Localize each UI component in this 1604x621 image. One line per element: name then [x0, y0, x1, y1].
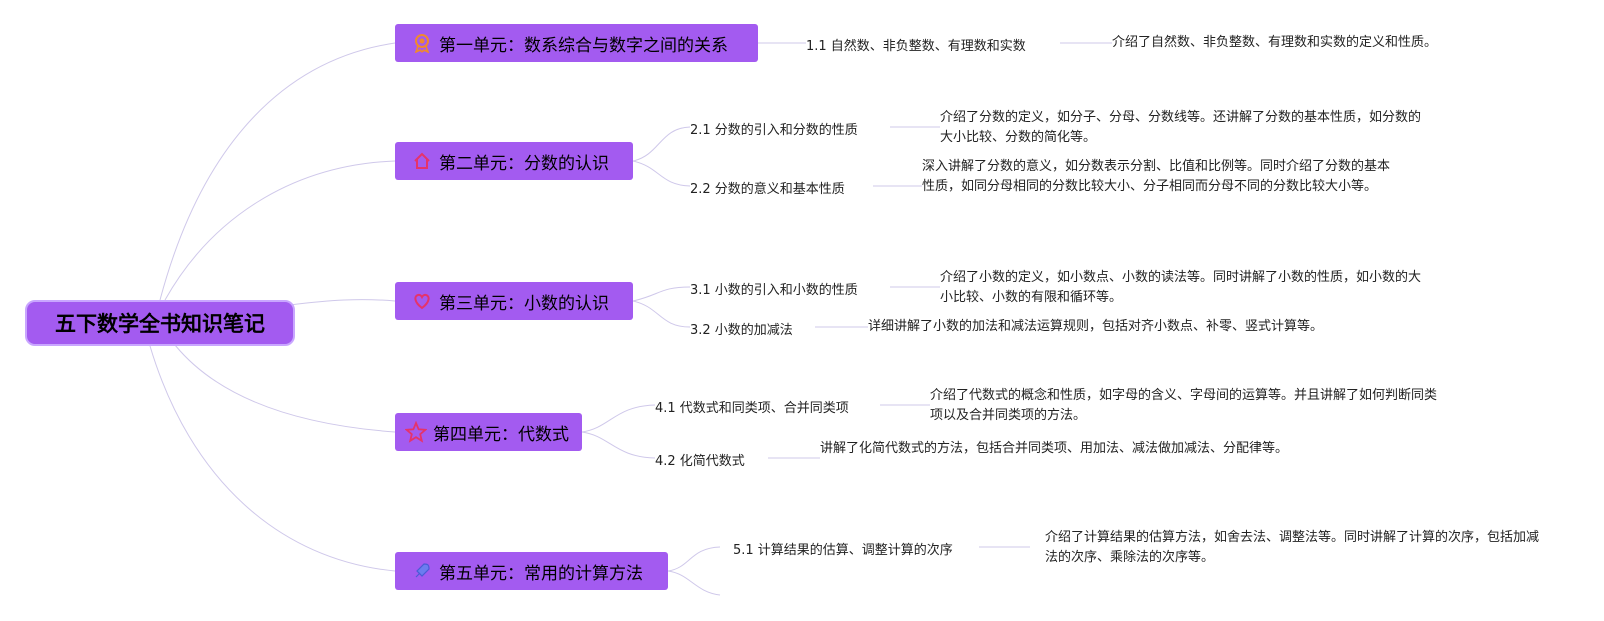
unit-4-title: 第四单元：代数式 — [433, 424, 569, 445]
topic-4-2-label[interactable]: 4.2 化简代数式 — [655, 454, 745, 469]
topic-4-1-label[interactable]: 4.1 代数式和同类项、合并同类项 — [655, 401, 849, 416]
unit-5-node[interactable]: 第五单元：常用的计算方法 — [395, 552, 668, 590]
award-ribbon-icon — [411, 32, 433, 54]
root-node[interactable]: 五下数学全书知识笔记 — [25, 300, 295, 346]
topic-3-2-desc: 详细讲解了小数的加法和减法运算规则，包括对齐小数点、补零、竖式计算等。 — [868, 319, 1324, 334]
unit-2-title: 第二单元：分数的认识 — [439, 153, 609, 174]
unit-1-title: 第一单元：数系综合与数字之间的关系 — [439, 35, 728, 56]
topic-2-1-label[interactable]: 2.1 分数的引入和分数的性质 — [690, 123, 858, 138]
topic-2-2-label[interactable]: 2.2 分数的意义和基本性质 — [690, 182, 845, 197]
topic-5-1-label[interactable]: 5.1 计算结果的估算、调整计算的次序 — [733, 543, 953, 558]
unit-4-node[interactable]: 第四单元：代数式 — [395, 413, 582, 451]
topic-3-1-label[interactable]: 3.1 小数的引入和小数的性质 — [690, 283, 858, 298]
topic-1-1-label[interactable]: 1.1 自然数、非负整数、有理数和实数 — [806, 39, 1026, 54]
topic-2-2-desc: 深入讲解了分数的意义，如分数表示分割、比值和比例等。同时介绍了分数的基本性质，如… — [922, 159, 1391, 194]
unit-1-node[interactable]: 第一单元：数系综合与数字之间的关系 — [395, 24, 758, 62]
topic-3-2-label[interactable]: 3.2 小数的加减法 — [690, 323, 793, 338]
unit-2-node[interactable]: 第二单元：分数的认识 — [395, 142, 633, 180]
topic-3-1-desc: 介绍了小数的定义，如小数点、小数的读法等。同时讲解了小数的性质，如小数的大小比较… — [940, 270, 1422, 305]
unit-5-title: 第五单元：常用的计算方法 — [439, 563, 643, 584]
unit-3-title: 第三单元：小数的认识 — [439, 293, 609, 314]
heart-icon — [411, 290, 433, 312]
star-icon — [405, 421, 427, 443]
topic-4-1-desc: 介绍了代数式的概念和性质，如字母的含义、字母间的运算等。并且讲解了如何判断同类项… — [930, 388, 1438, 423]
topic-1-1-desc: 介绍了自然数、非负整数、有理数和实数的定义和性质。 — [1112, 35, 1438, 50]
topic-5-1-desc: 介绍了计算结果的估算方法，如舍去法、调整法等。同时讲解了计算的次序，包括加减法的… — [1045, 530, 1540, 565]
topic-2-1-desc: 介绍了分数的定义，如分子、分母、分数线等。还讲解了分数的基本性质，如分数的大小比… — [940, 110, 1422, 145]
topic-4-2-desc: 讲解了化简代数式的方法，包括合并同类项、用加法、减法做加减法、分配律等。 — [820, 441, 1289, 456]
rocket-icon — [411, 560, 433, 582]
root-label: 五下数学全书知识笔记 — [55, 312, 265, 336]
unit-3-node[interactable]: 第三单元：小数的认识 — [395, 282, 633, 320]
house-icon — [411, 150, 433, 172]
